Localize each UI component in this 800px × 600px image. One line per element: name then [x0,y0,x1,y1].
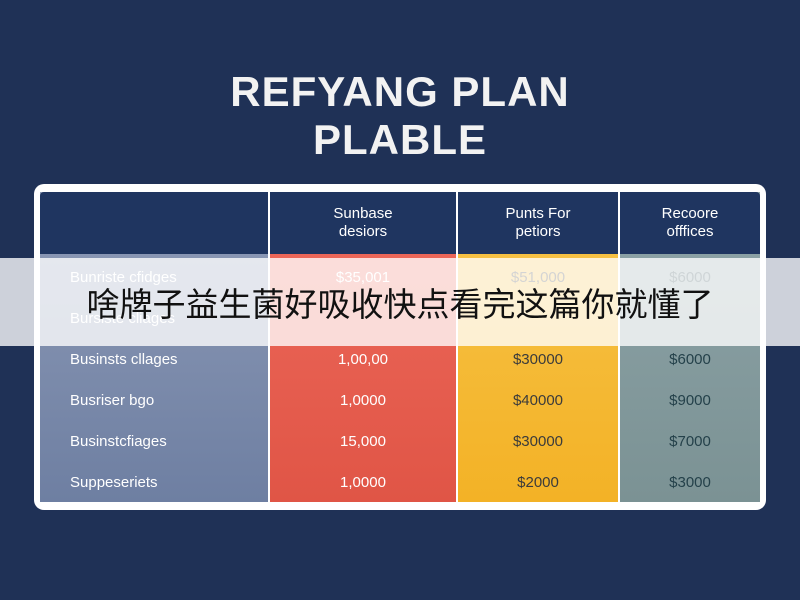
pricing-table: Sunbase desiors Punts For petiors Recoor… [34,184,766,510]
table-cell: $30000 [512,351,564,368]
page-title: REFYANG PLAN PLABLE [0,68,800,164]
row-label: Suppeseriets [70,474,158,491]
header-cell-1: Sunbase desiors [333,205,393,240]
table-cell: $30000 [512,433,564,450]
table-cell: $40000 [512,392,564,409]
header-cell-0 [40,192,268,254]
row-label: Busriser bgo [70,392,155,409]
table-cell: $6000 [669,351,711,368]
table-cell: 1,0000 [340,474,386,491]
table-cell: $9000 [669,392,711,409]
table-cell: 1,0000 [340,392,386,409]
table-header [40,192,760,254]
header-separator [268,192,270,254]
table-cell: $3000 [669,474,711,491]
table-cell: 1,00,00 [337,351,389,368]
caption-text: 啥牌子益生菌好吸收快点看完这篇你就懂了 [86,285,714,324]
table-cell: $2000 [517,474,559,491]
row-label: Businstcfiages [70,433,167,450]
row-label: Businsts cllages [70,351,178,368]
title-line-2: PLABLE [313,116,487,163]
header-cell-3: Recoore offfices [661,205,719,240]
header-separator [618,192,620,254]
table-cell: $7000 [669,433,711,450]
title-line-1: REFYANG PLAN [230,68,570,115]
caption-overlay [0,258,800,346]
header-cell-2: Punts For petiors [505,205,571,240]
table-cell: 15,000 [340,433,386,450]
header-separator [456,192,458,254]
